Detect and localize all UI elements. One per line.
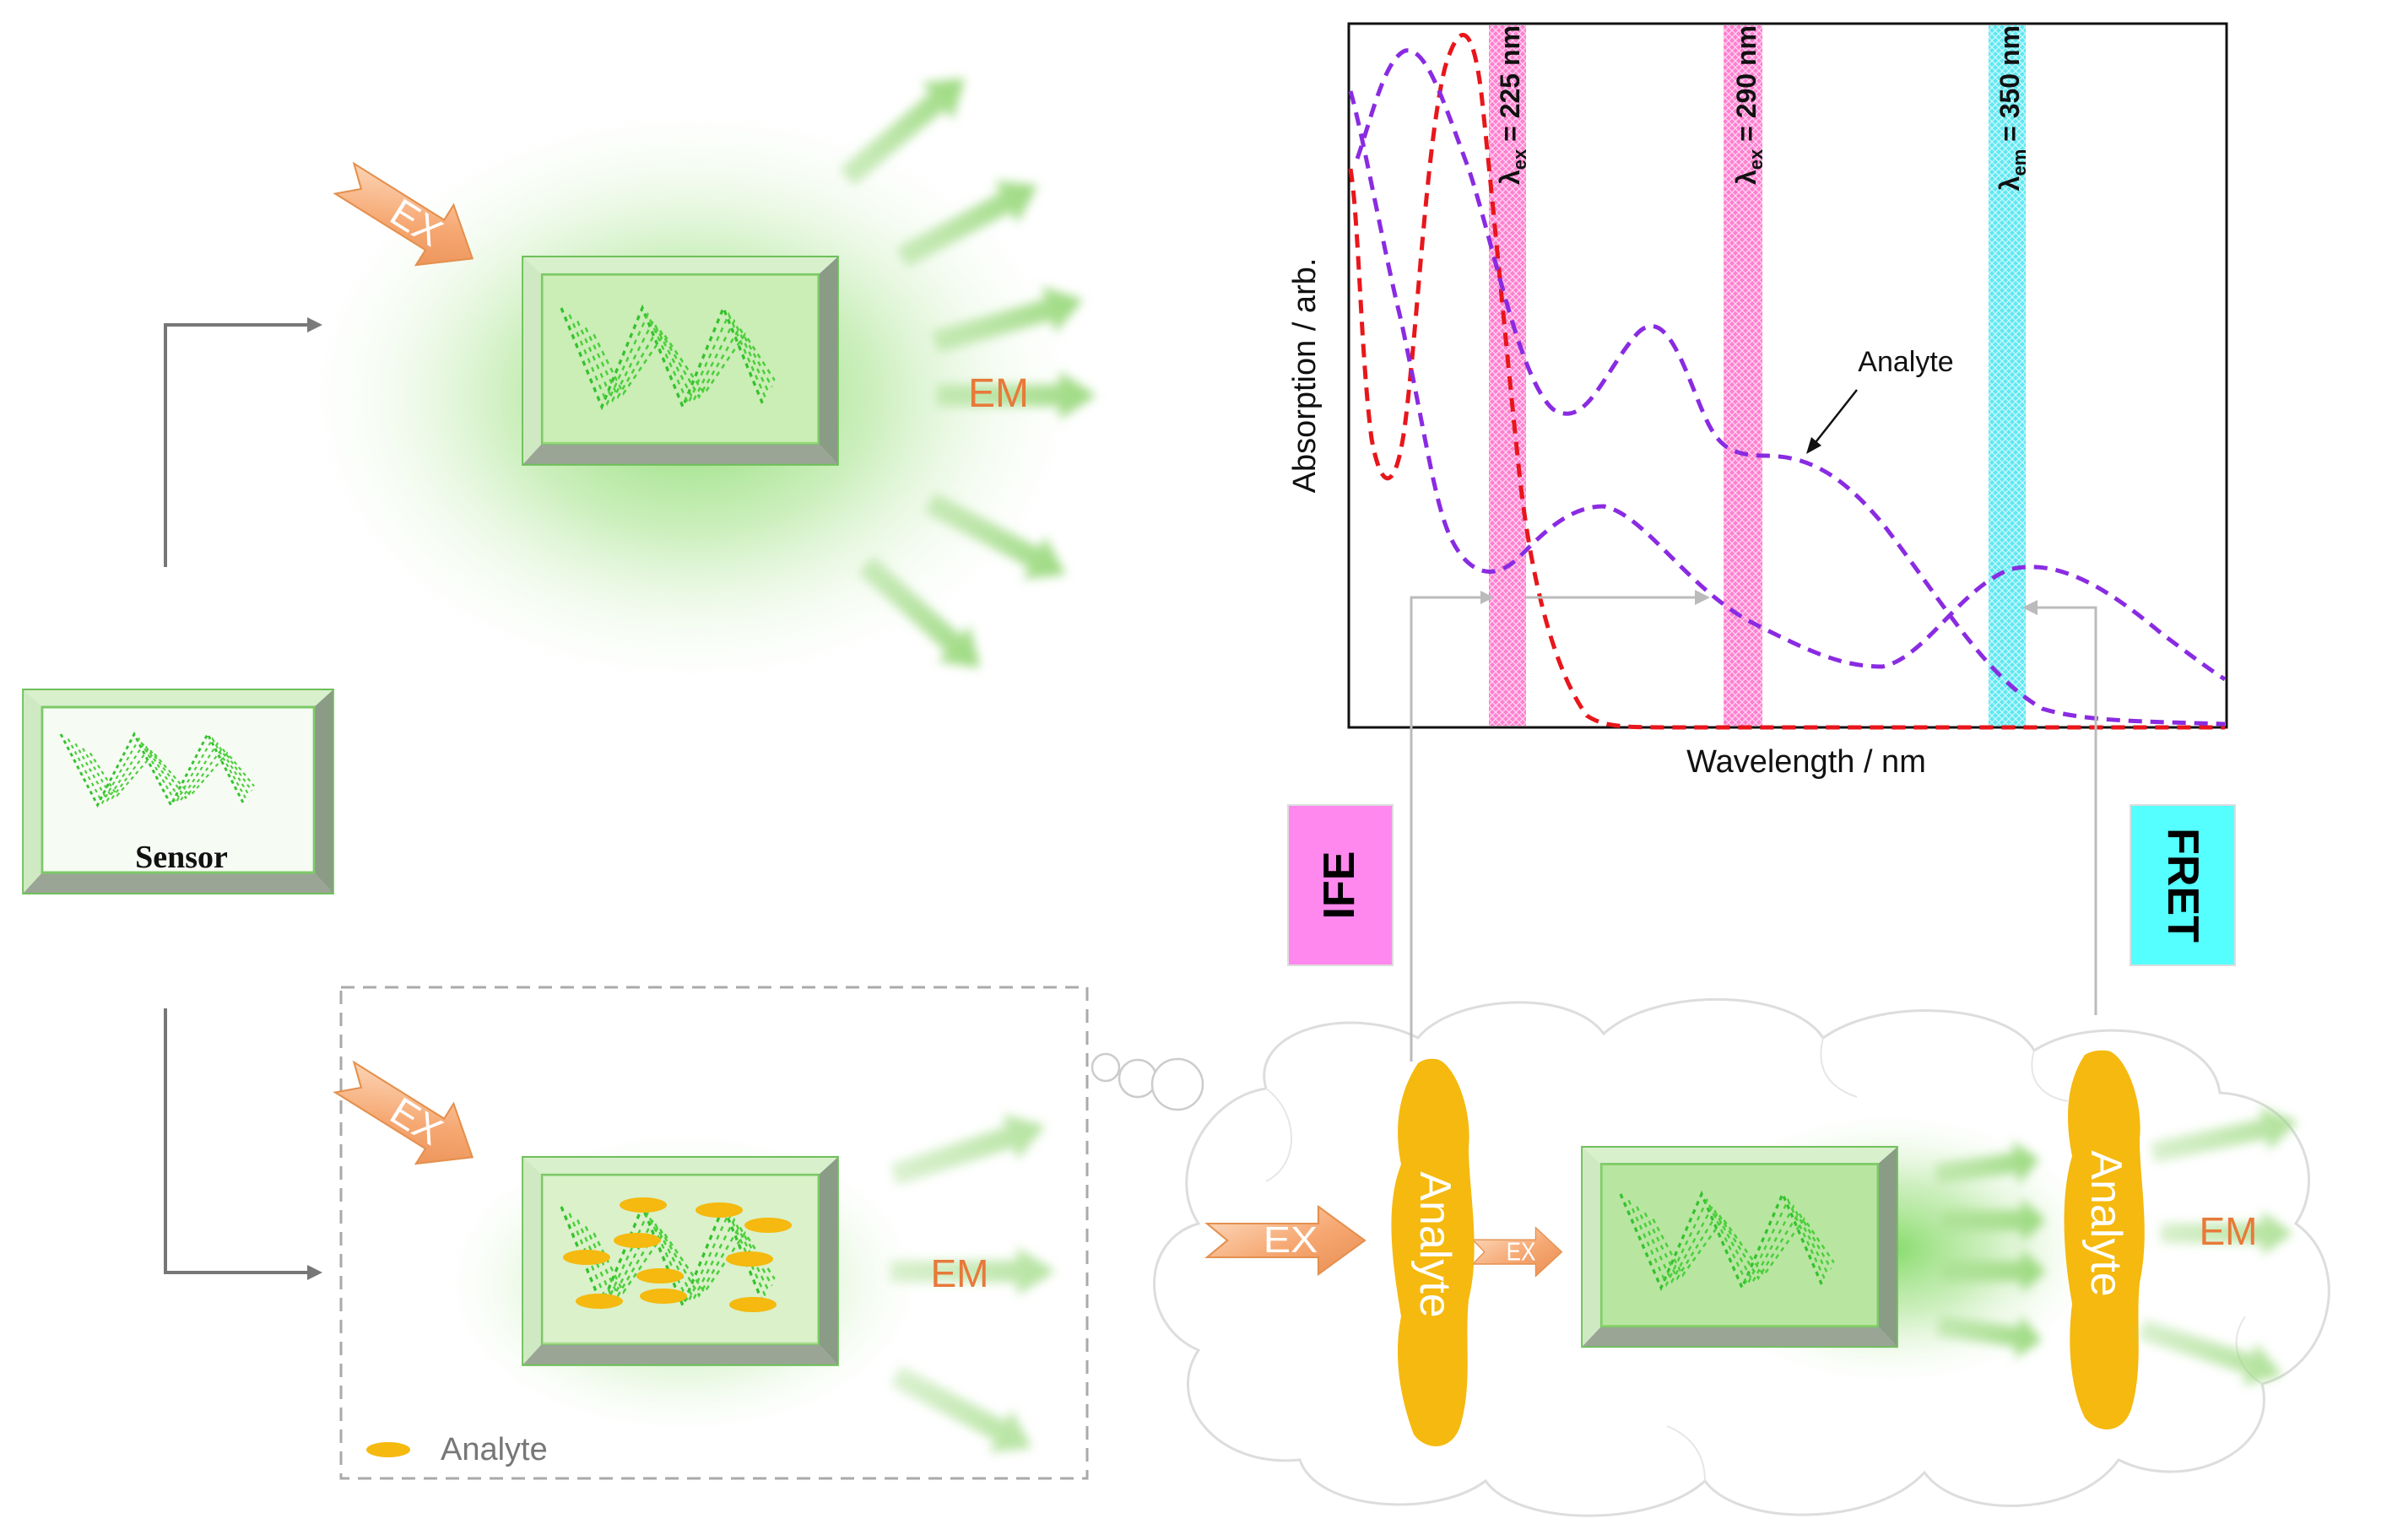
chart-annotation-analyte: Analyte xyxy=(1858,346,1953,378)
fret-label: FRET xyxy=(2158,828,2207,943)
legend-analyte-swatch xyxy=(366,1442,410,1457)
analyte-left: Analyte xyxy=(1391,1058,1475,1446)
ife-box: IFE xyxy=(1287,804,1394,966)
y-axis-label: Absorption / arb. xyxy=(1287,258,1323,494)
bottom-ex-arrow: EX xyxy=(325,1046,492,1188)
series-purple-curve-1 xyxy=(1348,90,2227,682)
sensor-label: Sensor xyxy=(135,840,228,875)
band-label-290: λex = 290 nm xyxy=(1731,25,1767,185)
thought-bubbles xyxy=(1091,1052,1204,1111)
ife-label: IFE xyxy=(1315,851,1364,920)
band-label-350: λem = 350 nm xyxy=(1994,25,2030,191)
analyte-right: Analyte xyxy=(2064,1050,2145,1429)
series-red-curve xyxy=(1348,33,2225,730)
absorption-spectrum-chart: λex = 225 nm λex = 290 nm λem = 350 nm A… xyxy=(1287,22,2228,780)
analyte-right-label: Analyte xyxy=(2081,1150,2130,1296)
top-fluorescence-panel: EX EM xyxy=(287,60,1097,700)
x-axis-label: Wavelength / nm xyxy=(1686,744,1926,780)
band-225 xyxy=(1489,25,1526,726)
bottom-quenched-panel: EX EM Analyte xyxy=(325,986,1089,1480)
band-350 xyxy=(1989,25,2026,726)
ife-connector xyxy=(1410,590,1710,1062)
mechanism-cloud: EX EX Analyte Analyte E xyxy=(1153,997,2330,1517)
analyte-left-label: Analyte xyxy=(1410,1171,1459,1317)
fret-box: FRET xyxy=(2130,804,2236,966)
cloud-ex-in-arrow: EX xyxy=(1205,1205,1367,1276)
legend-analyte-label: Analyte xyxy=(441,1432,548,1467)
band-label-225: λex = 225 nm xyxy=(1495,25,1530,185)
band-290 xyxy=(1724,25,1762,726)
cloud-ex-after-label: EX xyxy=(1507,1237,1536,1266)
top-em-label: EM xyxy=(968,371,1029,416)
cloud-em-label: EM xyxy=(2200,1209,2258,1253)
cloud-ex-in-label: EX xyxy=(1264,1218,1318,1260)
fret-connector xyxy=(2022,600,2097,1015)
cloud-ex-after-arrow: EX xyxy=(1472,1227,1563,1278)
series-purple-curve-2 xyxy=(1355,48,2226,727)
sensor-box: Sensor xyxy=(22,689,334,894)
analyte-particles xyxy=(563,1197,792,1312)
bottom-em-label: EM xyxy=(931,1251,989,1295)
